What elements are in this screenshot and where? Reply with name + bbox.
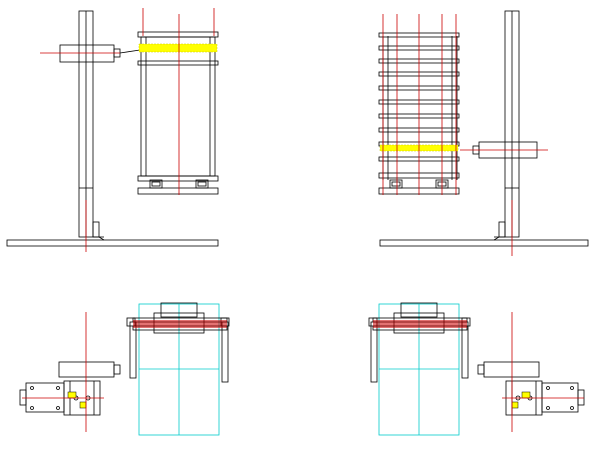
centerlines-left (40, 8, 215, 252)
elevation-right (378, 10, 589, 247)
foot-right (195, 179, 209, 189)
column-foot (498, 221, 506, 238)
centerlines-right (382, 14, 548, 256)
elevation-left (6, 10, 219, 247)
sensor-housing (59, 44, 115, 63)
centerlines-plan-left (22, 312, 104, 432)
foot-left (389, 179, 403, 189)
foot-left (149, 179, 163, 189)
column-foot (92, 221, 100, 238)
highlight-band-left (138, 43, 218, 53)
centerlines-plan-right (502, 312, 584, 432)
base-plate (379, 239, 589, 247)
cage-frame (140, 36, 216, 177)
base-plate (6, 239, 219, 247)
